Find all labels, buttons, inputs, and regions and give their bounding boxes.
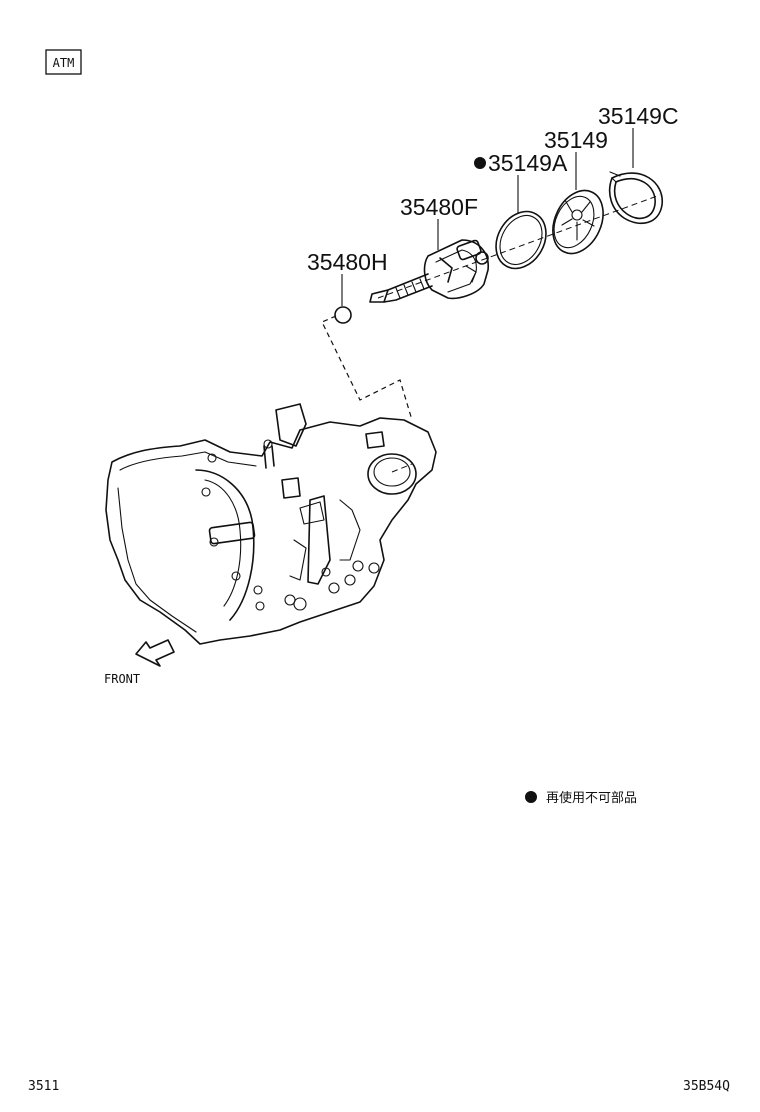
front-label: FRONT [104,672,140,686]
driven-gear-35480f [369,239,489,303]
ball-35480h [334,306,352,324]
part-label-35480h[interactable]: 35480H [307,249,388,275]
o-ring-35149a [495,210,547,270]
leader-lines [341,128,634,306]
part-label-35149[interactable]: 35149 [544,127,608,153]
legend-marker [525,791,537,803]
part-label-35480f[interactable]: 35480F [400,194,478,220]
non-reusable-marker [474,157,486,169]
footer-page-number: 3511 [28,1079,59,1094]
mounting-dashed-path [321,315,413,421]
snap-ring-35149c [608,171,663,225]
axis-line [377,194,661,299]
part-label-35149c[interactable]: 35149C [598,103,679,129]
transaxle-housing [105,403,437,645]
legend-text: 再使用不可部品 [546,790,637,806]
footer-diagram-code: 35B54Q [683,1079,730,1094]
atm-badge-text: ATM [53,56,75,70]
part-label-35149a[interactable]: 35149A [488,150,568,176]
cover-plate-35149 [552,189,604,255]
atm-badge: ATM [45,49,82,75]
front-arrow-icon [135,639,175,667]
